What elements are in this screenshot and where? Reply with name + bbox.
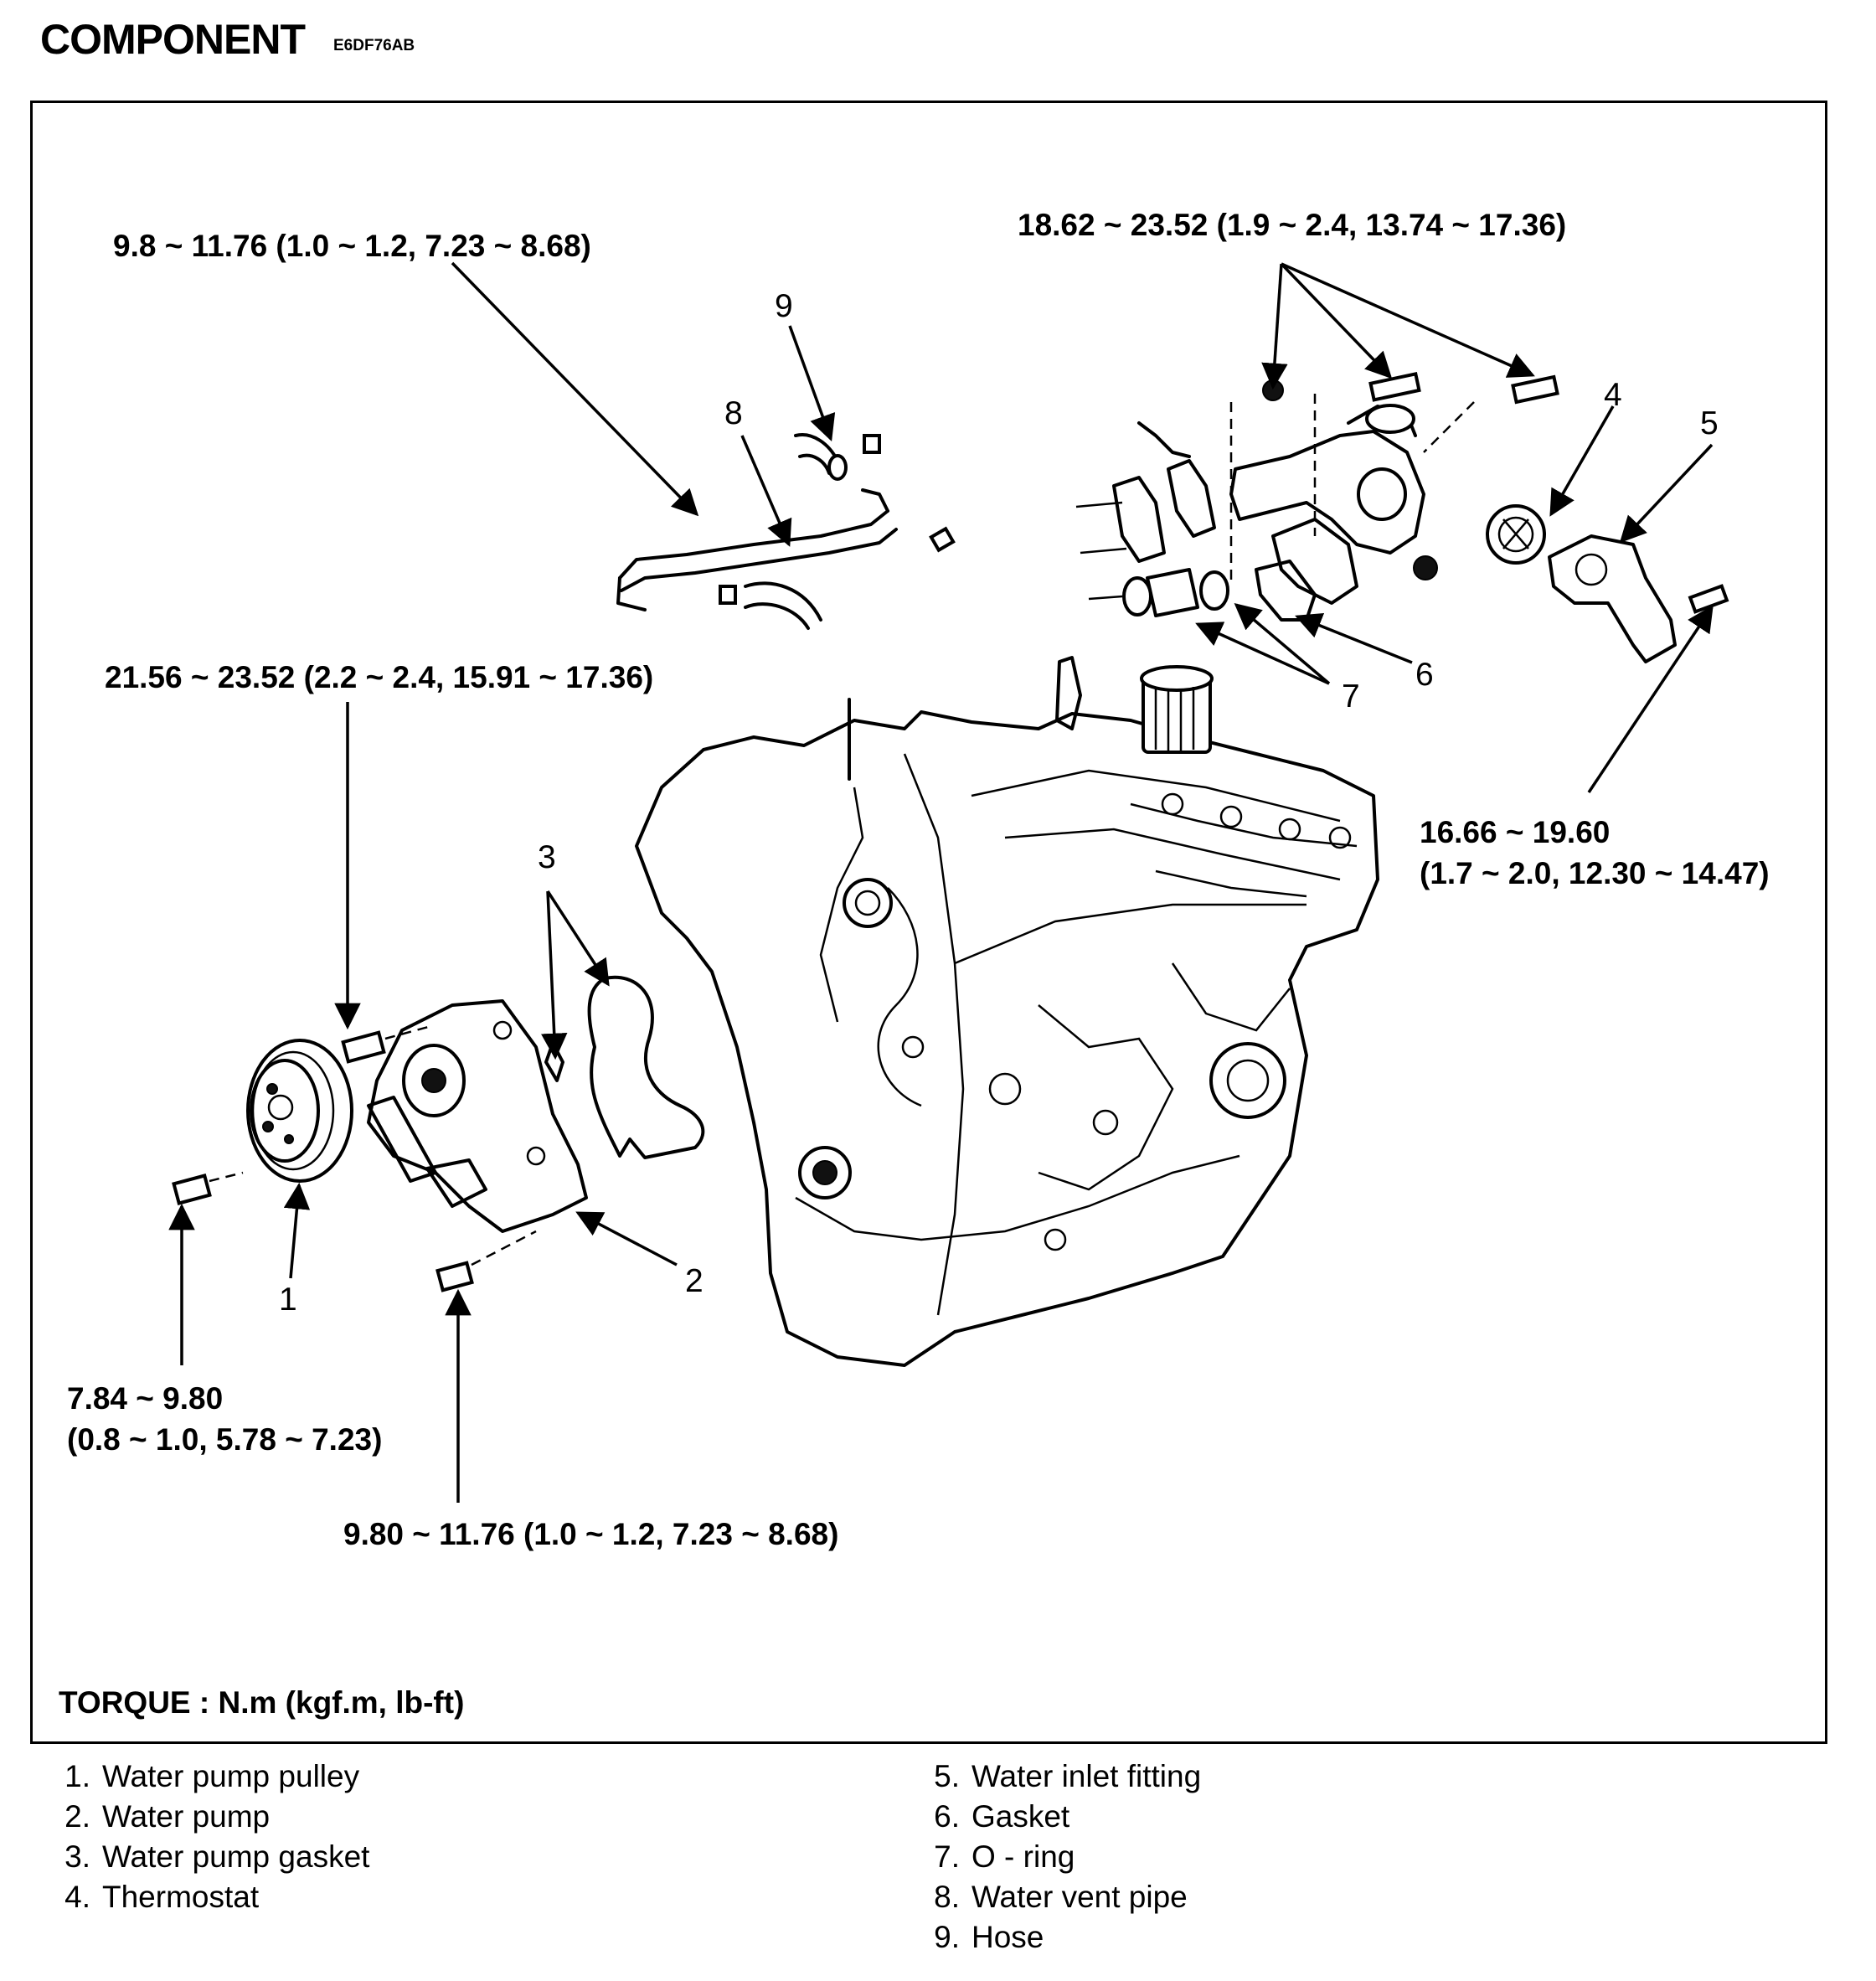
- torque-spec-pulley-bolt-line1: 7.84 ~ 9.80: [67, 1381, 224, 1416]
- legend-number: 5.: [934, 1759, 960, 1793]
- legend-number: 9.: [934, 1920, 960, 1954]
- callout-1: 1: [279, 1282, 297, 1318]
- bolt-pulley: [172, 1171, 244, 1205]
- legend-label: Water pump pulley: [102, 1759, 360, 1793]
- torque-unit-note: TORQUE : N.m (kgf.m, lb-ft): [59, 1685, 465, 1720]
- legend-item: 2. Water pump: [50, 1797, 369, 1837]
- water-pump-gasket-part: [544, 975, 705, 1159]
- legend-number: 7.: [934, 1839, 960, 1874]
- legend-label: Hose: [972, 1920, 1044, 1954]
- torque-spec-pump-bolt: 21.56 ~ 23.52 (2.2 ~ 2.4, 15.91 ~ 17.36): [105, 660, 654, 694]
- leader-lines: [168, 261, 1714, 1503]
- thermostat-part: [1486, 504, 1546, 565]
- legend-number: 3.: [64, 1839, 90, 1874]
- legend-number: 4.: [64, 1880, 90, 1914]
- callout-2: 2: [685, 1263, 704, 1299]
- water-pump-part: [367, 999, 588, 1233]
- water-vent-pipe-part: [616, 488, 956, 630]
- parts-legend-left: 1. Water pump pulley 2. Water pump 3. Water…: [50, 1757, 369, 1917]
- callout-6: 6: [1415, 657, 1434, 693]
- torque-spec-pump-lower-bolt: 9.80 ~ 11.76 (1.0 ~ 1.2, 7.23 ~ 8.68): [343, 1517, 839, 1551]
- legend-item: 5. Water inlet fitting: [920, 1757, 1201, 1797]
- engine-block: [635, 656, 1379, 1367]
- legend-item: 6. Gasket: [920, 1797, 1201, 1837]
- legend-item: 1. Water pump pulley: [50, 1757, 369, 1797]
- torque-spec-inlet-bolt-line1: 16.66 ~ 19.60: [1420, 815, 1611, 849]
- legend-item: 7. O - ring: [920, 1837, 1201, 1877]
- torque-spec-vent-pipe-bolt: 9.8 ~ 11.76 (1.0 ~ 1.2, 7.23 ~ 8.68): [113, 229, 591, 263]
- water-inlet-fitting-part: [1548, 534, 1729, 663]
- parts-legend-right: 5. Water inlet fitting 6. Gasket 7. O - rin…: [920, 1757, 1201, 1958]
- callout-3: 3: [538, 839, 556, 875]
- water-pump-pulley-part: [246, 1039, 353, 1183]
- legend-label: Water pump gasket: [102, 1839, 370, 1874]
- bolt-pump-lower: [436, 1230, 537, 1292]
- legend-label: Water vent pipe: [972, 1880, 1188, 1914]
- callout-8: 8: [724, 395, 743, 431]
- legend-number: 1.: [64, 1759, 90, 1793]
- legend-item: 9. Hose: [920, 1917, 1201, 1958]
- callout-9: 9: [775, 288, 793, 324]
- legend-label: Water inlet fitting: [972, 1759, 1202, 1793]
- legend-item: 4. Thermostat: [50, 1877, 369, 1917]
- page-title: COMPONENT: [40, 16, 306, 63]
- legend-number: 2.: [64, 1799, 90, 1834]
- legend-label: Thermostat: [102, 1880, 260, 1914]
- torque-spec-inlet-fitting-bolts: 18.62 ~ 23.52 (1.9 ~ 2.4, 13.74 ~ 17.36): [1018, 208, 1567, 242]
- legend-number: 8.: [934, 1880, 960, 1914]
- document-code: E6DF76AB: [333, 37, 415, 54]
- bolt-pump-upper: [341, 1024, 432, 1064]
- legend-label: Gasket: [972, 1799, 1070, 1834]
- hose-part: [794, 433, 881, 481]
- callout-7: 7: [1342, 678, 1360, 715]
- callout-5: 5: [1700, 405, 1719, 441]
- torque-spec-pulley-bolt-line2: (0.8 ~ 1.0, 5.78 ~ 7.23): [67, 1422, 383, 1457]
- legend-label: Water pump: [102, 1799, 271, 1834]
- legend-label: O - ring: [972, 1839, 1075, 1874]
- o-ring-part: [1088, 568, 1229, 617]
- legend-item: 8. Water vent pipe: [920, 1877, 1201, 1917]
- diagram-frame: [30, 101, 1827, 1744]
- legend-item: 3. Water pump gasket: [50, 1837, 369, 1877]
- legend-number: 6.: [934, 1799, 960, 1834]
- torque-spec-inlet-bolt-line2: (1.7 ~ 2.0, 12.30 ~ 14.47): [1420, 856, 1770, 890]
- callout-4: 4: [1604, 377, 1622, 413]
